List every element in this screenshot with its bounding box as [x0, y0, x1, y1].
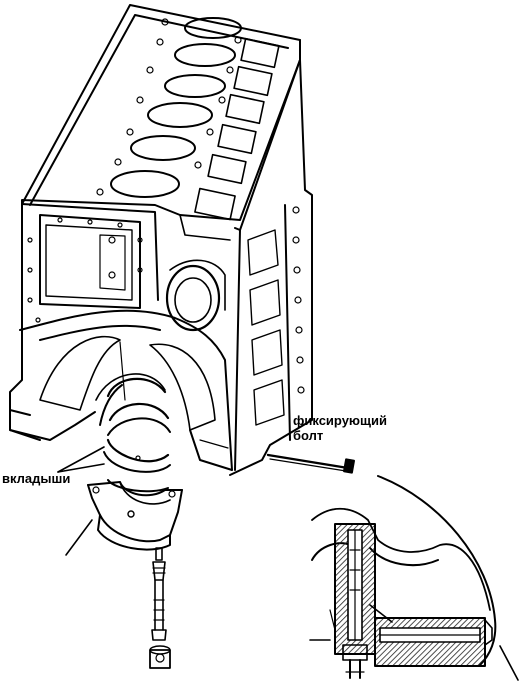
nut-drawing [149, 645, 171, 669]
fixing-bolt-label: фиксирующий болт [293, 413, 387, 443]
fixing-bolt-drawing [266, 453, 355, 474]
bearing-liner-drawing [99, 377, 171, 493]
liners-label: вкладыши [2, 471, 71, 486]
bearing-cap-drawing [87, 481, 183, 551]
section-detail-drawing [309, 475, 497, 679]
engine-block-drawing [9, 4, 313, 476]
leader-lines [57, 446, 519, 681]
stud-bolt-drawing [151, 547, 167, 641]
